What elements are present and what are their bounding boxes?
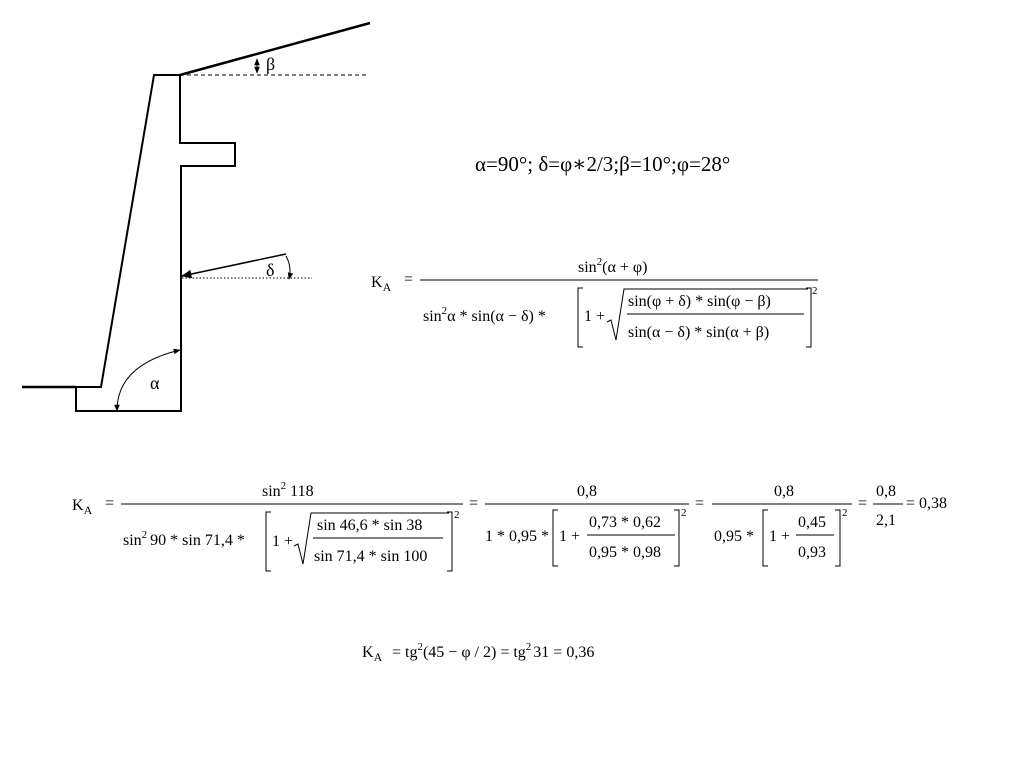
t3-left-bracket — [762, 509, 768, 567]
ka-symbol-numeric: KA — [72, 497, 93, 517]
t2-right-bracket — [674, 509, 680, 567]
t2-outer-exponent: 2 — [681, 507, 687, 519]
ka-symbol: KA — [371, 274, 392, 294]
equals-3: = — [695, 495, 704, 512]
rankine-ka: KA — [362, 644, 383, 664]
t1-right-bracket — [447, 511, 453, 572]
backfill-slope-line — [179, 21, 371, 77]
equals-sign: = — [404, 271, 413, 288]
one-plus: 1 + — [584, 308, 605, 325]
t2-numerator: 0,8 — [577, 483, 597, 500]
t2-left-bracket — [552, 509, 558, 567]
t1-inner-numerator: sin 46,6 * sin 38 — [317, 517, 422, 534]
t1-outer-exponent: 2 — [454, 509, 460, 521]
t1-one-plus: 1 + — [272, 533, 293, 550]
right-bracket — [806, 287, 812, 348]
alpha-label: α — [150, 373, 160, 393]
t4-numerator: 0,8 — [876, 483, 896, 500]
beta-label: β — [266, 54, 275, 74]
t3-inner-denominator: 0,93 — [798, 544, 826, 561]
t3-one-plus: 1 + — [769, 528, 790, 545]
equals-2: = — [469, 495, 478, 512]
denominator-lead: sin2α * sin(α − δ) * — [423, 305, 546, 325]
parameter-line: α=90°; δ=φ∗2/3;β=10°;φ=28° — [475, 152, 730, 176]
t2-inner-numerator: 0,73 * 0,62 — [589, 514, 661, 531]
final-result: = 0,38 — [906, 495, 947, 512]
numerator: sin2(α + φ) — [578, 256, 647, 276]
t2-one-plus: 1 + — [559, 528, 580, 545]
coulomb-formula-general: KA = sin2(α + φ) sin2α * sin(α − δ) * 1 … — [371, 256, 818, 348]
delta-label: δ — [266, 260, 274, 280]
t2-denominator-lead: 1 * 0,95 * — [485, 528, 549, 545]
delta-arc — [285, 255, 294, 280]
t3-denominator-lead: 0,95 * — [714, 528, 754, 545]
t4-denominator: 2,1 — [876, 512, 896, 529]
t1-left-bracket — [265, 511, 271, 572]
equals-1: = — [105, 495, 114, 512]
inner-numerator: sin(φ + δ) * sin(φ − β) — [628, 293, 771, 310]
t3-right-bracket — [835, 509, 841, 567]
outer-exponent: 2 — [812, 285, 818, 297]
t3-numerator: 0,8 — [774, 483, 794, 500]
t2-inner-denominator: 0,95 * 0,98 — [589, 544, 661, 561]
inner-denominator: sin(α − δ) * sin(α + β) — [628, 324, 769, 341]
wall-diagram: β δ α — [22, 21, 371, 412]
t3-outer-exponent: 2 — [842, 507, 848, 519]
alpha-arc — [114, 348, 181, 412]
wall-outline — [22, 74, 236, 412]
t1-inner-denominator: sin 71,4 * sin 100 — [314, 548, 427, 565]
t1-sqrt-sign — [293, 512, 449, 565]
left-bracket — [577, 287, 583, 348]
sqrt-sign — [606, 288, 808, 341]
equals-4: = — [858, 495, 867, 512]
t3-inner-numerator: 0,45 — [798, 514, 826, 531]
earth-pressure-line — [180, 253, 287, 279]
